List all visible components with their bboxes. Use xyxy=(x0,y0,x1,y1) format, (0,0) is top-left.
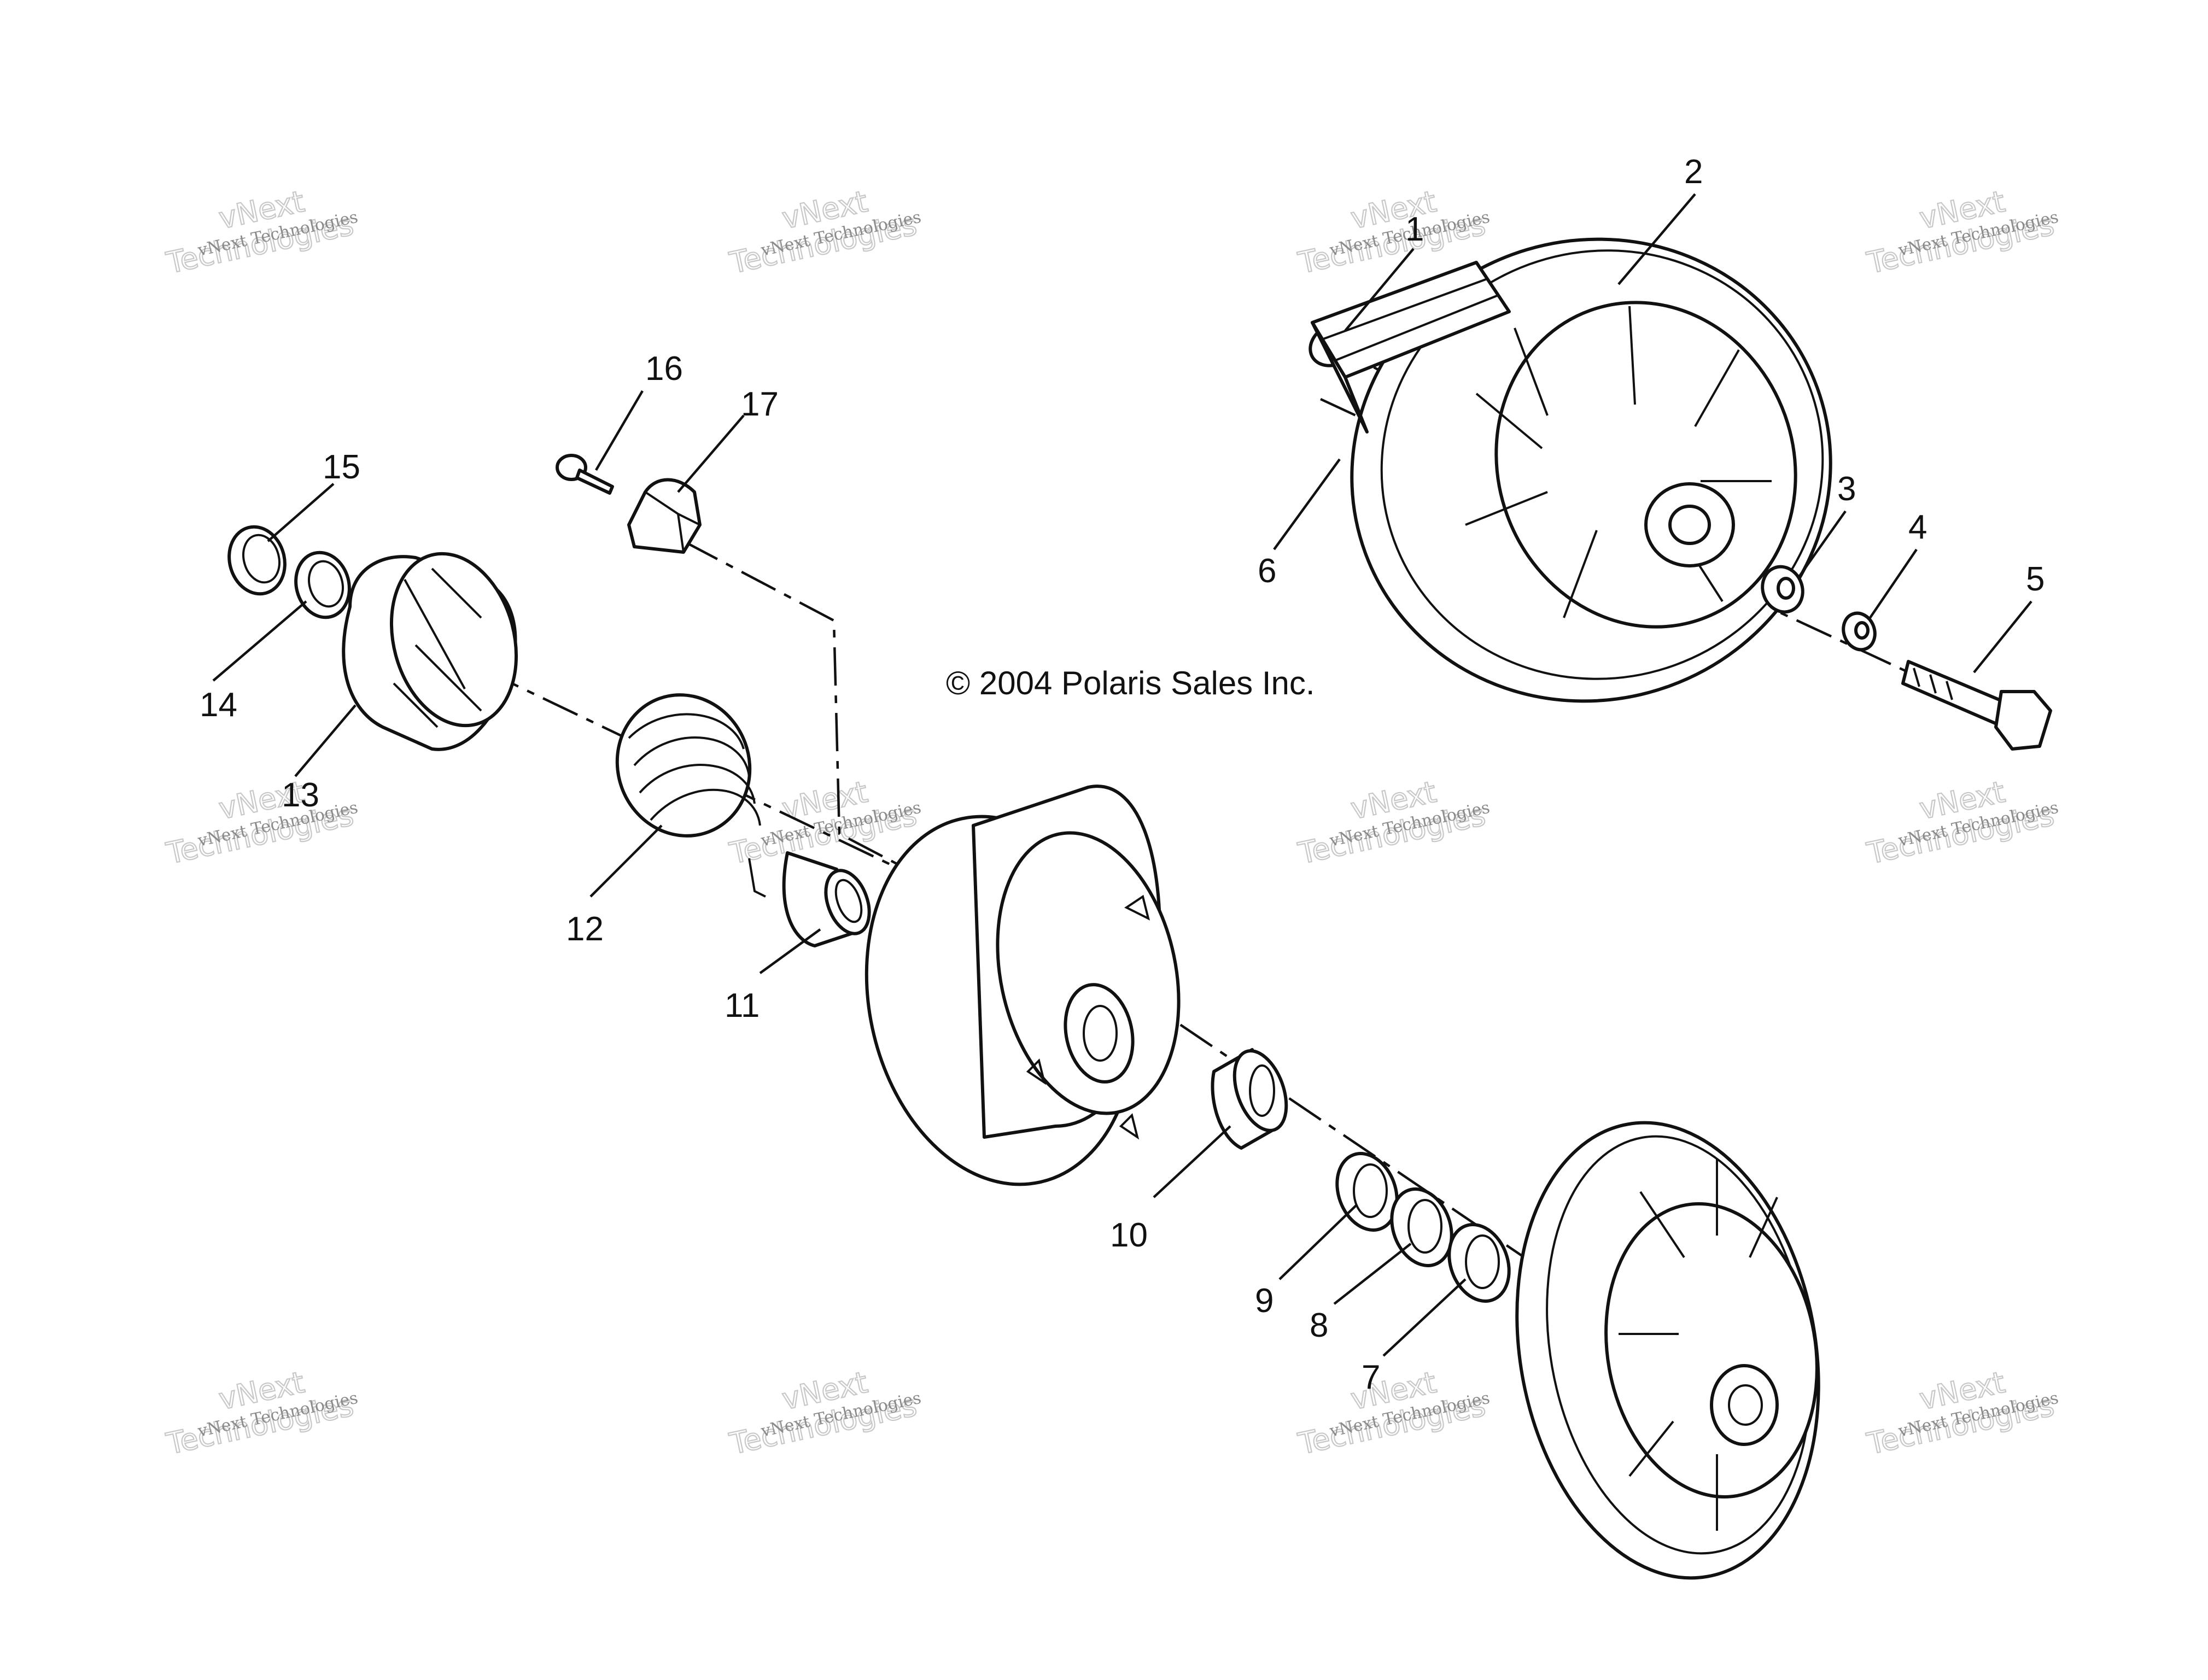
part-13-cam xyxy=(342,552,518,751)
part-12-spring xyxy=(615,693,766,898)
leader-11 xyxy=(759,928,821,974)
watermark-r2c1: vNext Technologies vNext Technologies xyxy=(163,774,360,871)
callout-15: 15 xyxy=(323,448,360,486)
callout-4: 4 xyxy=(1908,508,1927,546)
callout-11: 11 xyxy=(725,987,760,1025)
part-14-washer xyxy=(294,551,351,619)
watermark-r3c3: vNext Technologies vNext Technologies xyxy=(1295,1365,1492,1462)
part-5-bolt xyxy=(1901,660,2052,751)
part-4-lock-washer xyxy=(1842,611,1877,652)
part-3-washer xyxy=(1761,565,1804,614)
part-15-snap-ring xyxy=(227,525,287,596)
leader-4 xyxy=(1869,548,1918,619)
leader-1 xyxy=(1344,248,1415,332)
part-11-bushing xyxy=(782,851,871,947)
leader-12 xyxy=(589,824,663,898)
leader-8 xyxy=(1333,1243,1412,1305)
stationary-sheave xyxy=(1515,1121,1820,1580)
watermark-r3c1: vNext Technologies vNext Technologies xyxy=(163,1365,360,1462)
watermark-r3c2: vNext Technologies vNext Technologies xyxy=(726,1365,923,1462)
leader-16 xyxy=(595,390,644,471)
callout-6: 6 xyxy=(1258,552,1276,590)
callout-2: 2 xyxy=(1684,153,1703,191)
watermark-r1c2: vNext Technologies vNext Technologies xyxy=(726,184,923,281)
callout-1: 1 xyxy=(1405,210,1424,248)
leader-lines xyxy=(212,193,2032,1357)
part-6-belt xyxy=(1311,261,1511,434)
part-16-screw xyxy=(556,454,614,495)
part-10-bushing xyxy=(1211,1048,1288,1150)
leader-15 xyxy=(267,483,335,542)
callout-3: 3 xyxy=(1837,470,1856,508)
part-17-button xyxy=(627,478,702,554)
callout-16: 16 xyxy=(645,350,683,388)
button-axis xyxy=(682,540,898,865)
callout-5: 5 xyxy=(2026,560,2045,598)
leader-10 xyxy=(1153,1125,1231,1198)
leader-6 xyxy=(1273,458,1341,551)
watermark-r3c4: vNext Technologies vNext Technologies xyxy=(1864,1365,2060,1462)
callout-14: 14 xyxy=(200,686,237,724)
leader-5 xyxy=(1973,600,2032,674)
leader-2 xyxy=(1617,193,1696,285)
callout-8: 8 xyxy=(1310,1307,1328,1344)
watermark-r1c3: vNext Technologies vNext Technologies xyxy=(1295,184,1492,281)
leader-13 xyxy=(294,704,357,777)
callout-10: 10 xyxy=(1110,1216,1148,1254)
watermark-r1c4: vNext Technologies vNext Technologies xyxy=(1864,184,2060,281)
watermark-r2c3: vNext Technologies vNext Technologies xyxy=(1295,774,1492,871)
callout-labels: 1 2 3 4 5 6 7 8 9 10 11 12 13 14 15 16 1… xyxy=(200,153,2045,1396)
leader-14 xyxy=(212,600,307,682)
leader-9 xyxy=(1278,1204,1357,1280)
callout-7: 7 xyxy=(1362,1359,1380,1396)
part-2-sheave xyxy=(1350,237,1832,703)
moveable-sheave xyxy=(864,785,1181,1186)
callout-9: 9 xyxy=(1255,1282,1274,1320)
callout-13: 13 xyxy=(282,776,319,814)
leader-3 xyxy=(1798,510,1847,578)
leader-7 xyxy=(1382,1278,1467,1357)
leader-17 xyxy=(677,414,745,493)
watermark-r1c1: vNext Technologies vNext Technologies xyxy=(163,184,360,281)
callout-12: 12 xyxy=(566,910,604,948)
copyright-notice: © 2004 Polaris Sales Inc. xyxy=(946,665,1315,701)
callout-17: 17 xyxy=(741,385,779,423)
watermark-r2c4: vNext Technologies vNext Technologies xyxy=(1864,774,2060,871)
